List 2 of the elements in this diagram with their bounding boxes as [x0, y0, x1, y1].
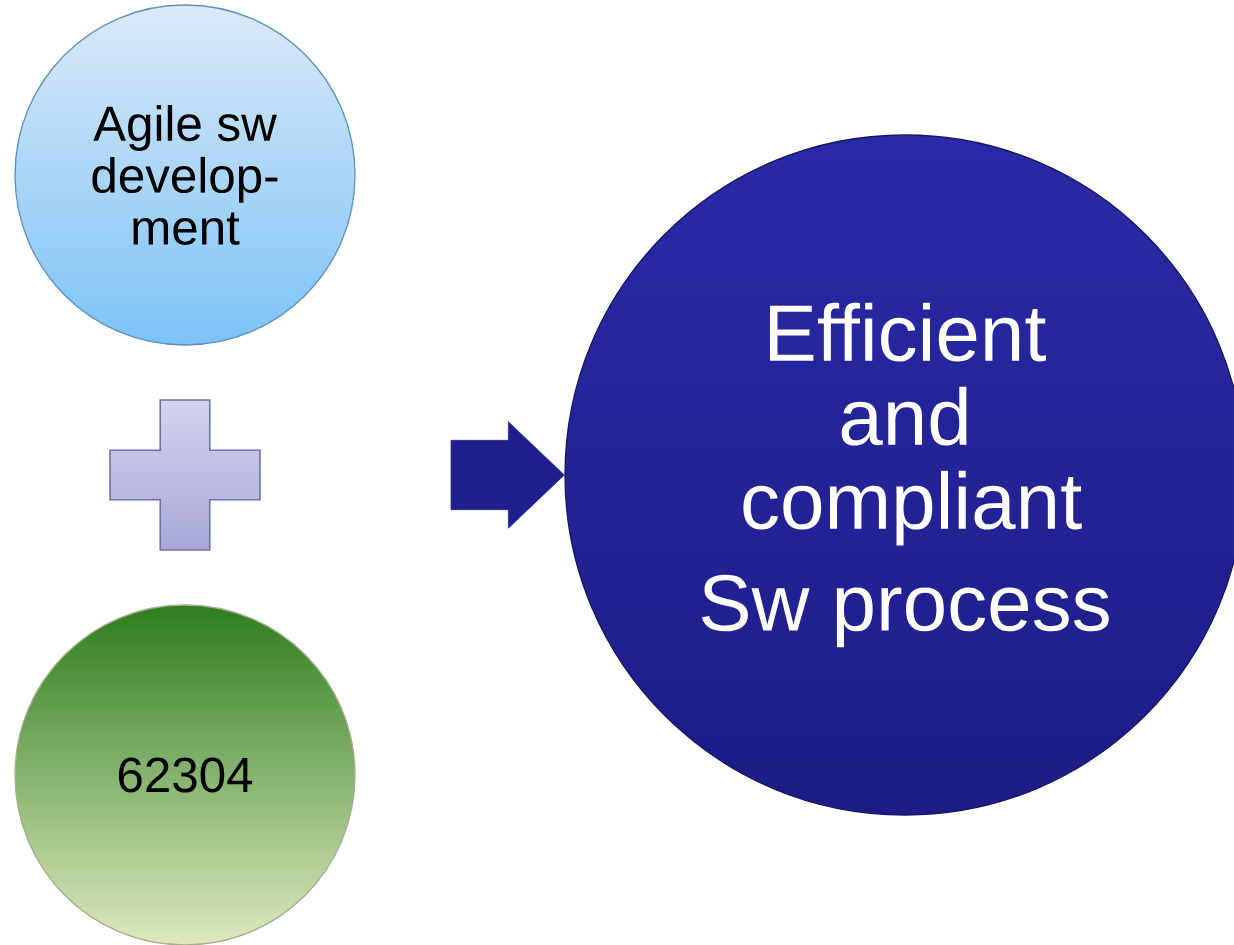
- block-arrow: [450, 421, 565, 529]
- plus-sign: [109, 399, 261, 551]
